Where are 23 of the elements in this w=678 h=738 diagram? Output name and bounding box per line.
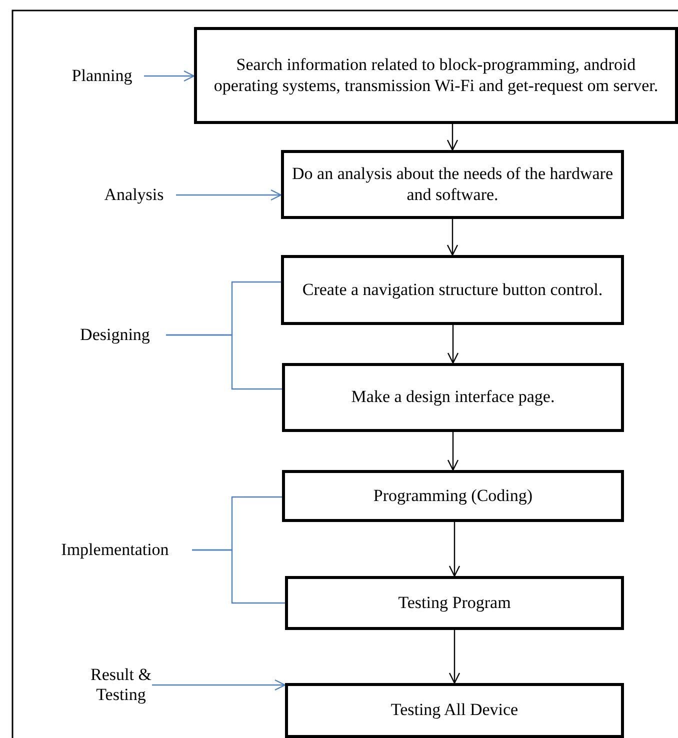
phase-label: Analysis [92, 183, 176, 207]
arrow [446, 124, 458, 151]
process-box: Create a navigation structure button control. [281, 255, 624, 325]
process-box: Make a design interface page. [282, 363, 624, 432]
process-box: Testing Program [285, 576, 624, 630]
process-box: Do an analysis about the needs of the hardware and software. [281, 150, 624, 219]
arrow [176, 189, 282, 201]
process-box: Search information related to block-programming, android operating systems, transmission Wi-Fi and get-request om server. [194, 27, 678, 124]
process-box: Programming (Coding) [282, 470, 624, 522]
arrow [446, 219, 458, 256]
arrow [448, 630, 460, 684]
bracket-line [166, 334, 282, 390]
process-box: Testing All Device [285, 683, 624, 738]
phase-label: Designing [64, 323, 166, 347]
phase-label: Planning [60, 64, 144, 88]
arrow [144, 70, 195, 82]
arrow [152, 679, 286, 691]
phase-label: Implementation [38, 538, 192, 562]
arrow [447, 432, 459, 471]
arrow [448, 522, 460, 577]
arrow [447, 325, 459, 364]
bracket-line [192, 549, 285, 604]
phase-label: Result & Testing [90, 652, 152, 718]
